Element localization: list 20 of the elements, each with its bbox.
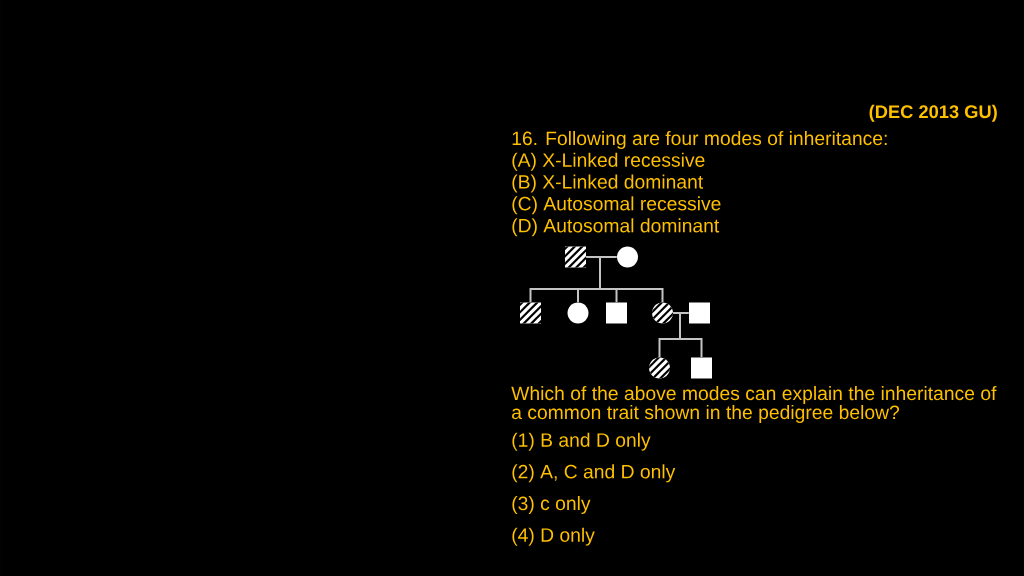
option-text: (C) Autosomal recessive bbox=[512, 196, 721, 215]
hatched-square bbox=[520, 302, 541, 324]
pedigree-line bbox=[529, 256, 664, 304]
question-text: Which of the above modes can explain the inheritance of a common trait shown in the pedigree below? bbox=[511, 386, 997, 423]
square bbox=[606, 302, 627, 324]
answer-option: (3) c only bbox=[512, 496, 591, 514]
source-tag: (DEC 2013 GU) bbox=[869, 104, 997, 122]
circle bbox=[567, 302, 589, 324]
square bbox=[689, 302, 710, 324]
hatched-square bbox=[565, 246, 586, 268]
option-text: (B) X-Linked dominant bbox=[512, 174, 704, 193]
square bbox=[691, 357, 712, 379]
answer-option: (2) A, C and D only bbox=[512, 464, 676, 483]
answer-option: (4) D only bbox=[512, 527, 595, 546]
question-text: 16. Following are four modes of inheritance: bbox=[512, 131, 887, 149]
pedigree-line bbox=[658, 312, 703, 359]
option-text: (A) X-Linked recessive bbox=[512, 152, 705, 171]
answer-option: (1) B and D only bbox=[512, 432, 651, 451]
option-text: (D) Autosomal dominant bbox=[512, 218, 720, 237]
circle bbox=[617, 246, 638, 268]
